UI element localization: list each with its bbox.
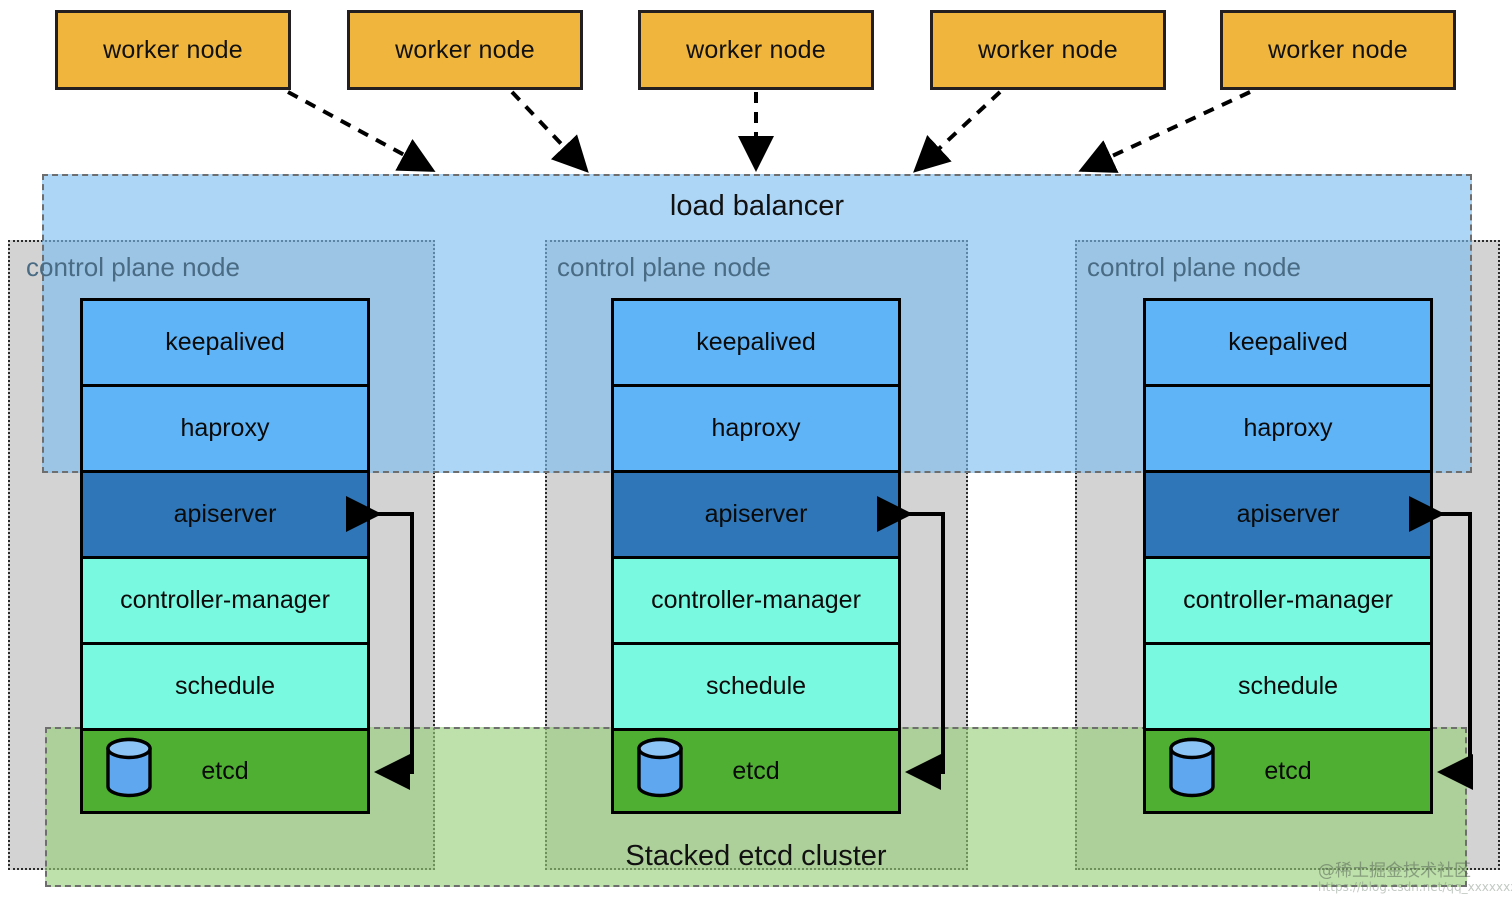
control-plane-node-3-label: control plane node: [1087, 252, 1301, 282]
component-keepalived-2[interactable]: keepalived: [611, 298, 901, 384]
control-plane-stack-3: keepalived haproxy apiserver controller-…: [1143, 298, 1433, 814]
component-apiserver-3[interactable]: apiserver: [1143, 470, 1433, 556]
worker-node-1[interactable]: worker node: [55, 10, 291, 90]
component-label: haproxy: [711, 414, 801, 442]
component-label: apiserver: [173, 500, 277, 528]
component-controller-manager-3[interactable]: controller-manager: [1143, 556, 1433, 642]
worker-node-2-label: worker node: [395, 35, 535, 64]
component-label: keepalived: [1228, 328, 1348, 356]
database-cylinder-icon: [1168, 737, 1216, 806]
component-keepalived-1[interactable]: keepalived: [80, 298, 370, 384]
component-label: apiserver: [704, 500, 808, 528]
worker-node-3[interactable]: worker node: [638, 10, 874, 90]
component-keepalived-3[interactable]: keepalived: [1143, 298, 1433, 384]
component-controller-manager-1[interactable]: controller-manager: [80, 556, 370, 642]
arrow-worker-1-to-lb: [287, 90, 436, 172]
worker-node-5[interactable]: worker node: [1220, 10, 1456, 90]
component-etcd-1[interactable]: etcd: [80, 728, 370, 814]
component-label: haproxy: [1243, 414, 1333, 442]
component-label: controller-manager: [1183, 586, 1393, 614]
component-controller-manager-2[interactable]: controller-manager: [611, 556, 901, 642]
component-schedule-1[interactable]: schedule: [80, 642, 370, 728]
component-label: schedule: [1237, 672, 1339, 700]
worker-node-4-label: worker node: [978, 35, 1118, 64]
component-label: keepalived: [165, 328, 285, 356]
component-label: apiserver: [1236, 500, 1340, 528]
stacked-etcd-cluster-label: Stacked etcd cluster: [625, 840, 887, 872]
component-apiserver-1[interactable]: apiserver: [80, 470, 370, 556]
database-cylinder-icon: [105, 737, 153, 806]
component-apiserver-2[interactable]: apiserver: [611, 470, 901, 556]
component-haproxy-1[interactable]: haproxy: [80, 384, 370, 470]
control-plane-node-1-label: control plane node: [26, 252, 240, 282]
component-label: etcd: [201, 756, 249, 785]
component-haproxy-2[interactable]: haproxy: [611, 384, 901, 470]
worker-node-4[interactable]: worker node: [930, 10, 1166, 90]
component-label: schedule: [174, 672, 276, 700]
load-balancer-label: load balancer: [669, 190, 845, 222]
component-haproxy-3[interactable]: haproxy: [1143, 384, 1433, 470]
worker-node-2[interactable]: worker node: [347, 10, 583, 90]
component-etcd-2[interactable]: etcd: [611, 728, 901, 814]
component-label: etcd: [732, 756, 780, 785]
arrow-worker-2-to-lb: [510, 90, 589, 173]
watermark-url: https://blog.csdn.net/qq_xxxxxxxx: [1318, 880, 1512, 894]
component-schedule-3[interactable]: schedule: [1143, 642, 1433, 728]
component-label: keepalived: [696, 328, 816, 356]
component-schedule-2[interactable]: schedule: [611, 642, 901, 728]
component-etcd-3[interactable]: etcd: [1143, 728, 1433, 814]
worker-node-3-label: worker node: [686, 35, 826, 64]
arrow-worker-4-to-lb: [913, 90, 1002, 173]
control-plane-node-2-label: control plane node: [557, 252, 771, 282]
component-label: schedule: [705, 672, 807, 700]
watermark-text: @稀土掘金技术社区: [1318, 861, 1471, 881]
component-label: etcd: [1264, 756, 1312, 785]
arrow-worker-5-to-lb: [1078, 90, 1251, 173]
control-plane-stack-1: keepalived haproxy apiserver controller-…: [80, 298, 370, 814]
component-label: controller-manager: [120, 586, 330, 614]
component-label: haproxy: [180, 414, 270, 442]
worker-node-5-label: worker node: [1268, 35, 1408, 64]
control-plane-stack-2: keepalived haproxy apiserver controller-…: [611, 298, 901, 814]
component-label: controller-manager: [651, 586, 861, 614]
database-cylinder-icon: [636, 737, 684, 806]
worker-node-1-label: worker node: [103, 35, 243, 64]
